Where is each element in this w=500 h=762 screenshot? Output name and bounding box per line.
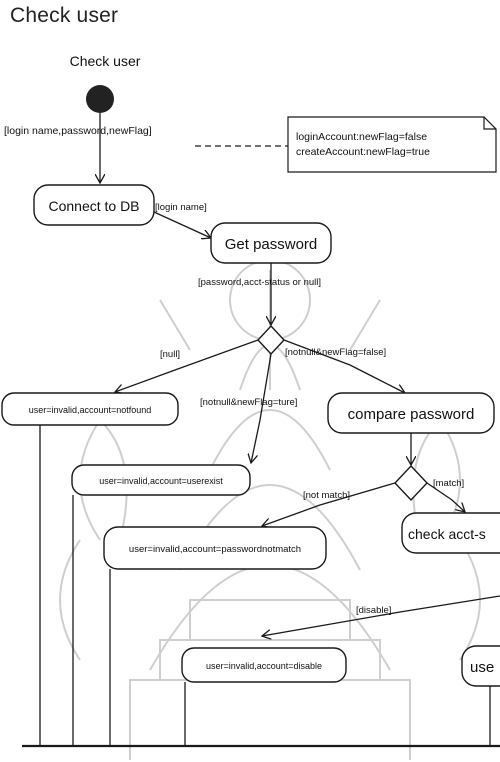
edge-not-match	[262, 482, 396, 526]
node-check-acct-status-label: check acct-s	[408, 526, 486, 542]
guard-not-match: [not match]	[303, 490, 350, 501]
node-not-found	[1, 392, 179, 426]
node-password-not-match-label: user=invalid,account=passwordnotmatch	[129, 544, 301, 555]
decision-node-2	[394, 464, 428, 502]
node-password-not-match	[103, 526, 327, 570]
guard-notnull-true: [notnull&newFlag=ture]	[200, 397, 297, 408]
node-connect-db	[33, 184, 155, 226]
node-get-password-label: Get password	[225, 236, 318, 253]
node-check-acct-status	[401, 512, 500, 554]
node-not-found-label: user=invalid,account=notfound	[29, 405, 152, 415]
edge-notnull-false	[283, 339, 405, 393]
guard-login-name: [login name]	[155, 202, 207, 213]
guard-notnull-false: [notnull&newFlag=false]	[285, 347, 386, 358]
edge-notnull-true	[251, 353, 272, 463]
input-params-label: [login name,password,newFlag]	[4, 125, 152, 137]
node-compare-password-label: compare password	[348, 406, 475, 423]
guard-password-status: [password,acct-status or null]	[198, 277, 321, 288]
initial-node	[86, 85, 114, 113]
node-disable-label: user=invalid,account=disable	[206, 661, 322, 671]
node-user-exist	[71, 464, 251, 496]
note-fold	[483, 117, 496, 130]
node-user-partial	[461, 645, 500, 687]
note-box	[287, 116, 497, 173]
node-connect-db-label: Connect to DB	[48, 198, 139, 214]
page-title: Check user	[10, 4, 119, 27]
node-disable	[181, 647, 347, 683]
node-user-exist-label: user=invalid,account=userexist	[99, 476, 223, 486]
decision-node-1	[257, 324, 285, 356]
note-line-1: loginAccount:newFlag=false	[296, 131, 427, 143]
edge-null	[115, 339, 259, 392]
guard-disable: [disable]	[356, 605, 391, 616]
note-line-2: createAccount:newFlag=true	[296, 146, 430, 158]
guard-null: [null]	[160, 349, 180, 360]
edge-disable	[262, 595, 500, 636]
guard-match: [match]	[433, 478, 464, 489]
diagram-title: Check user	[70, 53, 141, 69]
edge-connect-getpassword	[153, 211, 211, 238]
node-user-partial-label: use	[470, 659, 494, 676]
edge-match	[426, 482, 465, 512]
